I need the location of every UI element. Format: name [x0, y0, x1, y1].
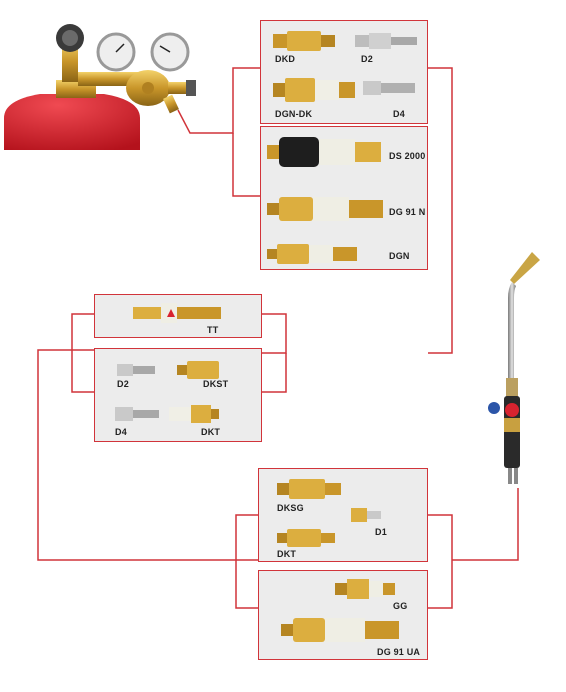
label-dgn-dk: DGN-DK	[275, 109, 313, 119]
label-dkt: DKT	[277, 549, 297, 559]
label-dksg: DKSG	[277, 503, 304, 513]
label-dg91ua: DG 91 UA	[377, 647, 421, 657]
label-d4: D4	[115, 427, 127, 437]
label-dg91n: DG 91 N	[389, 207, 426, 217]
dkst-part-image	[177, 361, 219, 379]
label-dkd: DKD	[275, 54, 296, 64]
d4-part-image	[115, 407, 159, 421]
dg91ua-part-image	[281, 618, 399, 642]
gas-cylinder-regulator-image	[4, 24, 196, 150]
label-tt: TT	[207, 325, 219, 335]
tt-part-image	[133, 303, 221, 323]
label-dkt: DKT	[201, 427, 221, 437]
dksg-part-image	[277, 479, 341, 499]
d2-part-image	[355, 33, 417, 49]
gg-part-image	[335, 579, 395, 599]
dgn-part-image	[267, 244, 357, 264]
welding-torch-image	[488, 252, 540, 484]
label-d4: D4	[393, 109, 405, 119]
d1-part-image	[351, 508, 381, 522]
dkd-part-image	[273, 31, 335, 51]
label-ds2000: DS 2000	[389, 151, 426, 161]
label-gg: GG	[393, 601, 408, 611]
d2-part-image	[117, 364, 155, 376]
ds2000-part-image	[267, 137, 381, 167]
d4-part-image	[363, 81, 415, 95]
label-d1: D1	[375, 527, 387, 537]
panel-gg-dg91ua: GG DG 91 UA	[258, 570, 428, 660]
dg91n-part-image	[267, 197, 383, 221]
label-dgn: DGN	[389, 251, 410, 261]
label-dkst: DKST	[203, 379, 229, 389]
dkt-part-image	[169, 405, 219, 423]
dkt-part-image	[277, 529, 335, 547]
label-d2: D2	[117, 379, 129, 389]
panel-ds2000-dg91n-dgn: DS 2000 DG 91 N DGN	[260, 126, 428, 270]
panel-dksg-d1-dkt: DKSG D1 DKT	[258, 468, 428, 562]
dgn-dk-part-image	[273, 78, 355, 102]
label-d2: D2	[361, 54, 373, 64]
panel-tt: TT	[94, 294, 262, 338]
panel-dkd-d2-dgn-dk-d4: DKD D2 DGN-DK D4	[260, 20, 428, 124]
panel-d2-dkst-d4-dkt: D2 DKST D4 DKT	[94, 348, 262, 442]
